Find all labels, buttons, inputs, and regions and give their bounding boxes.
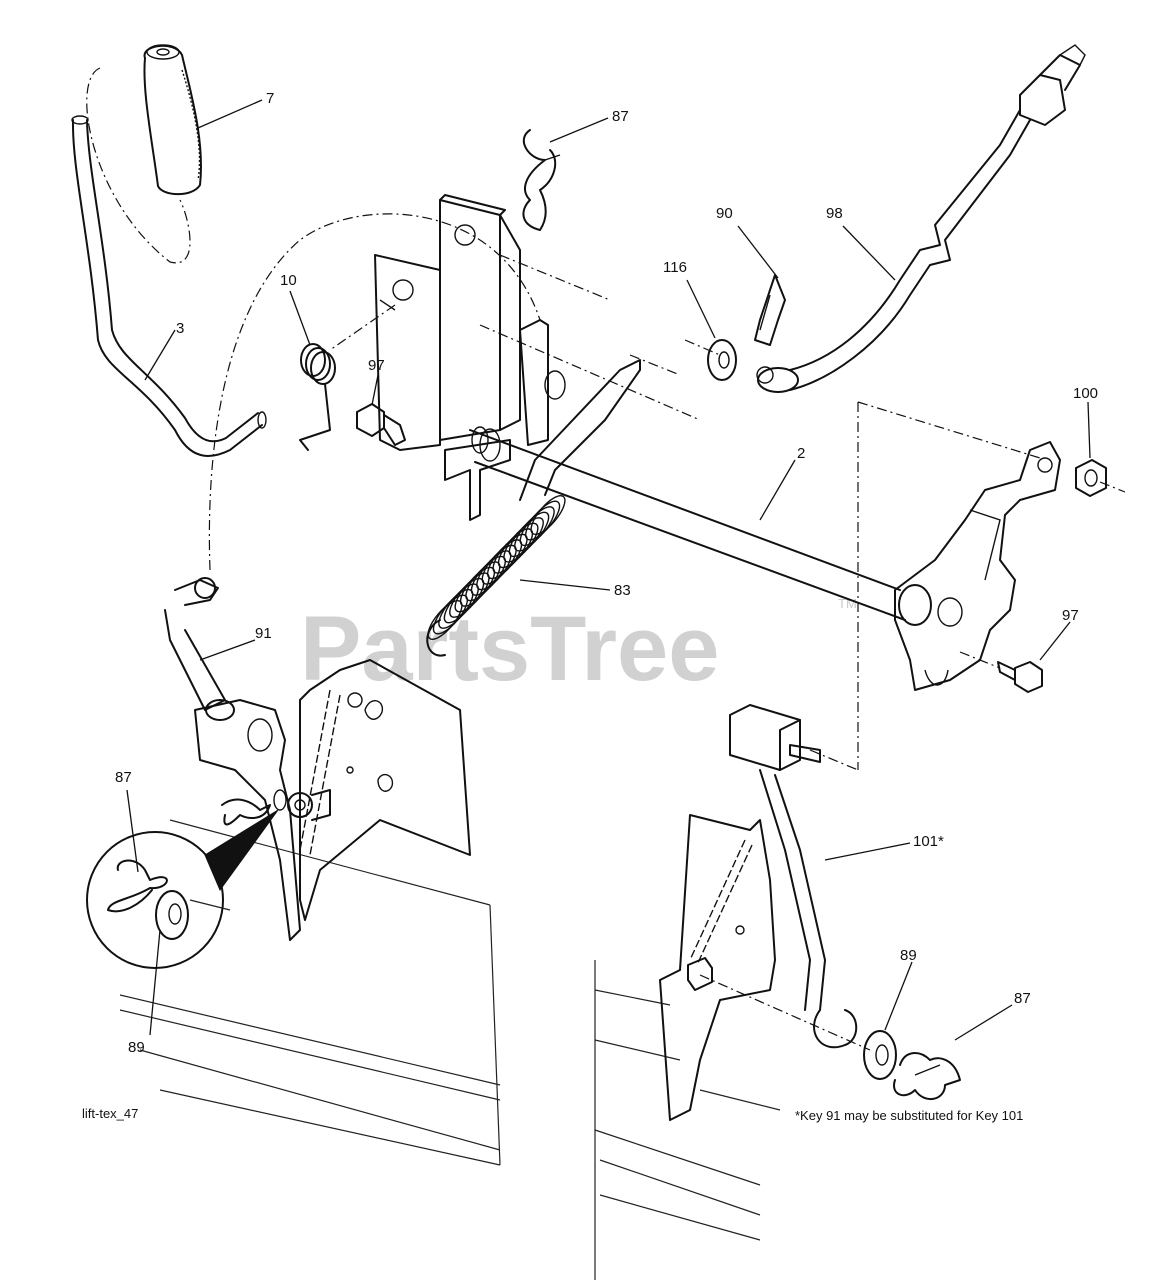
bolt-right (997, 661, 1043, 693)
lift-arm-left (194, 699, 331, 941)
watermark: PartsTree (300, 598, 719, 700)
callout-101: 101* (913, 833, 944, 850)
diagram-code: lift-tex_47 (82, 1106, 138, 1121)
callout-97-left: 97 (368, 357, 385, 374)
detail-magnifier (86, 809, 279, 969)
handle-grip (143, 44, 202, 196)
alignment-lines (86, 67, 1126, 1051)
lift-lever (71, 115, 267, 457)
deck-frame-lines (119, 819, 781, 1280)
spring-hook-left (426, 619, 446, 657)
callout-3: 3 (176, 320, 184, 337)
lift-arm-right (894, 441, 1061, 691)
spring-hook-right (519, 359, 641, 501)
extension-spring (427, 495, 566, 640)
substitution-footnote: *Key 91 may be substituted for Key 101 (795, 1108, 1023, 1123)
callout-89-detail: 89 (128, 1039, 145, 1056)
leader-lines (126, 99, 1091, 1041)
callout-116: 116 (663, 259, 687, 276)
torsion-spring (299, 343, 336, 451)
lift-link-alt (729, 704, 858, 1049)
callout-97-right: 97 (1062, 607, 1079, 624)
hairpin-clip-left (221, 789, 287, 826)
hairpin-clip-right (893, 1052, 961, 1100)
callout-labels: 7 87 90 98 116 10 3 97 100 2 83 91 97 87… (115, 90, 1098, 1056)
callout-89-right: 89 (900, 947, 917, 964)
washer-89-right (863, 1030, 897, 1080)
lift-link-left (164, 577, 235, 721)
callout-2: 2 (797, 445, 805, 462)
callout-87-top: 87 (612, 108, 629, 125)
lift-link-rod (756, 44, 1086, 393)
callout-83: 83 (614, 582, 631, 599)
cotter-pin (754, 274, 786, 346)
callout-91: 91 (255, 625, 272, 642)
spring-coil (530, 495, 566, 535)
callout-100: 100 (1073, 385, 1098, 402)
callout-87-right: 87 (1014, 990, 1031, 1007)
callout-7: 7 (266, 90, 274, 107)
lift-shaft (469, 319, 906, 621)
bolt-left (356, 403, 406, 446)
callout-87-detail: 87 (115, 769, 132, 786)
callout-10: 10 (280, 272, 297, 289)
nut-right (1075, 459, 1107, 497)
callout-98: 98 (826, 205, 843, 222)
deck-hanger-left (299, 659, 471, 921)
callout-90: 90 (716, 205, 733, 222)
deck-hanger-right (659, 814, 776, 1121)
washer-116 (707, 339, 737, 381)
hairpin-clip-top (522, 129, 561, 231)
